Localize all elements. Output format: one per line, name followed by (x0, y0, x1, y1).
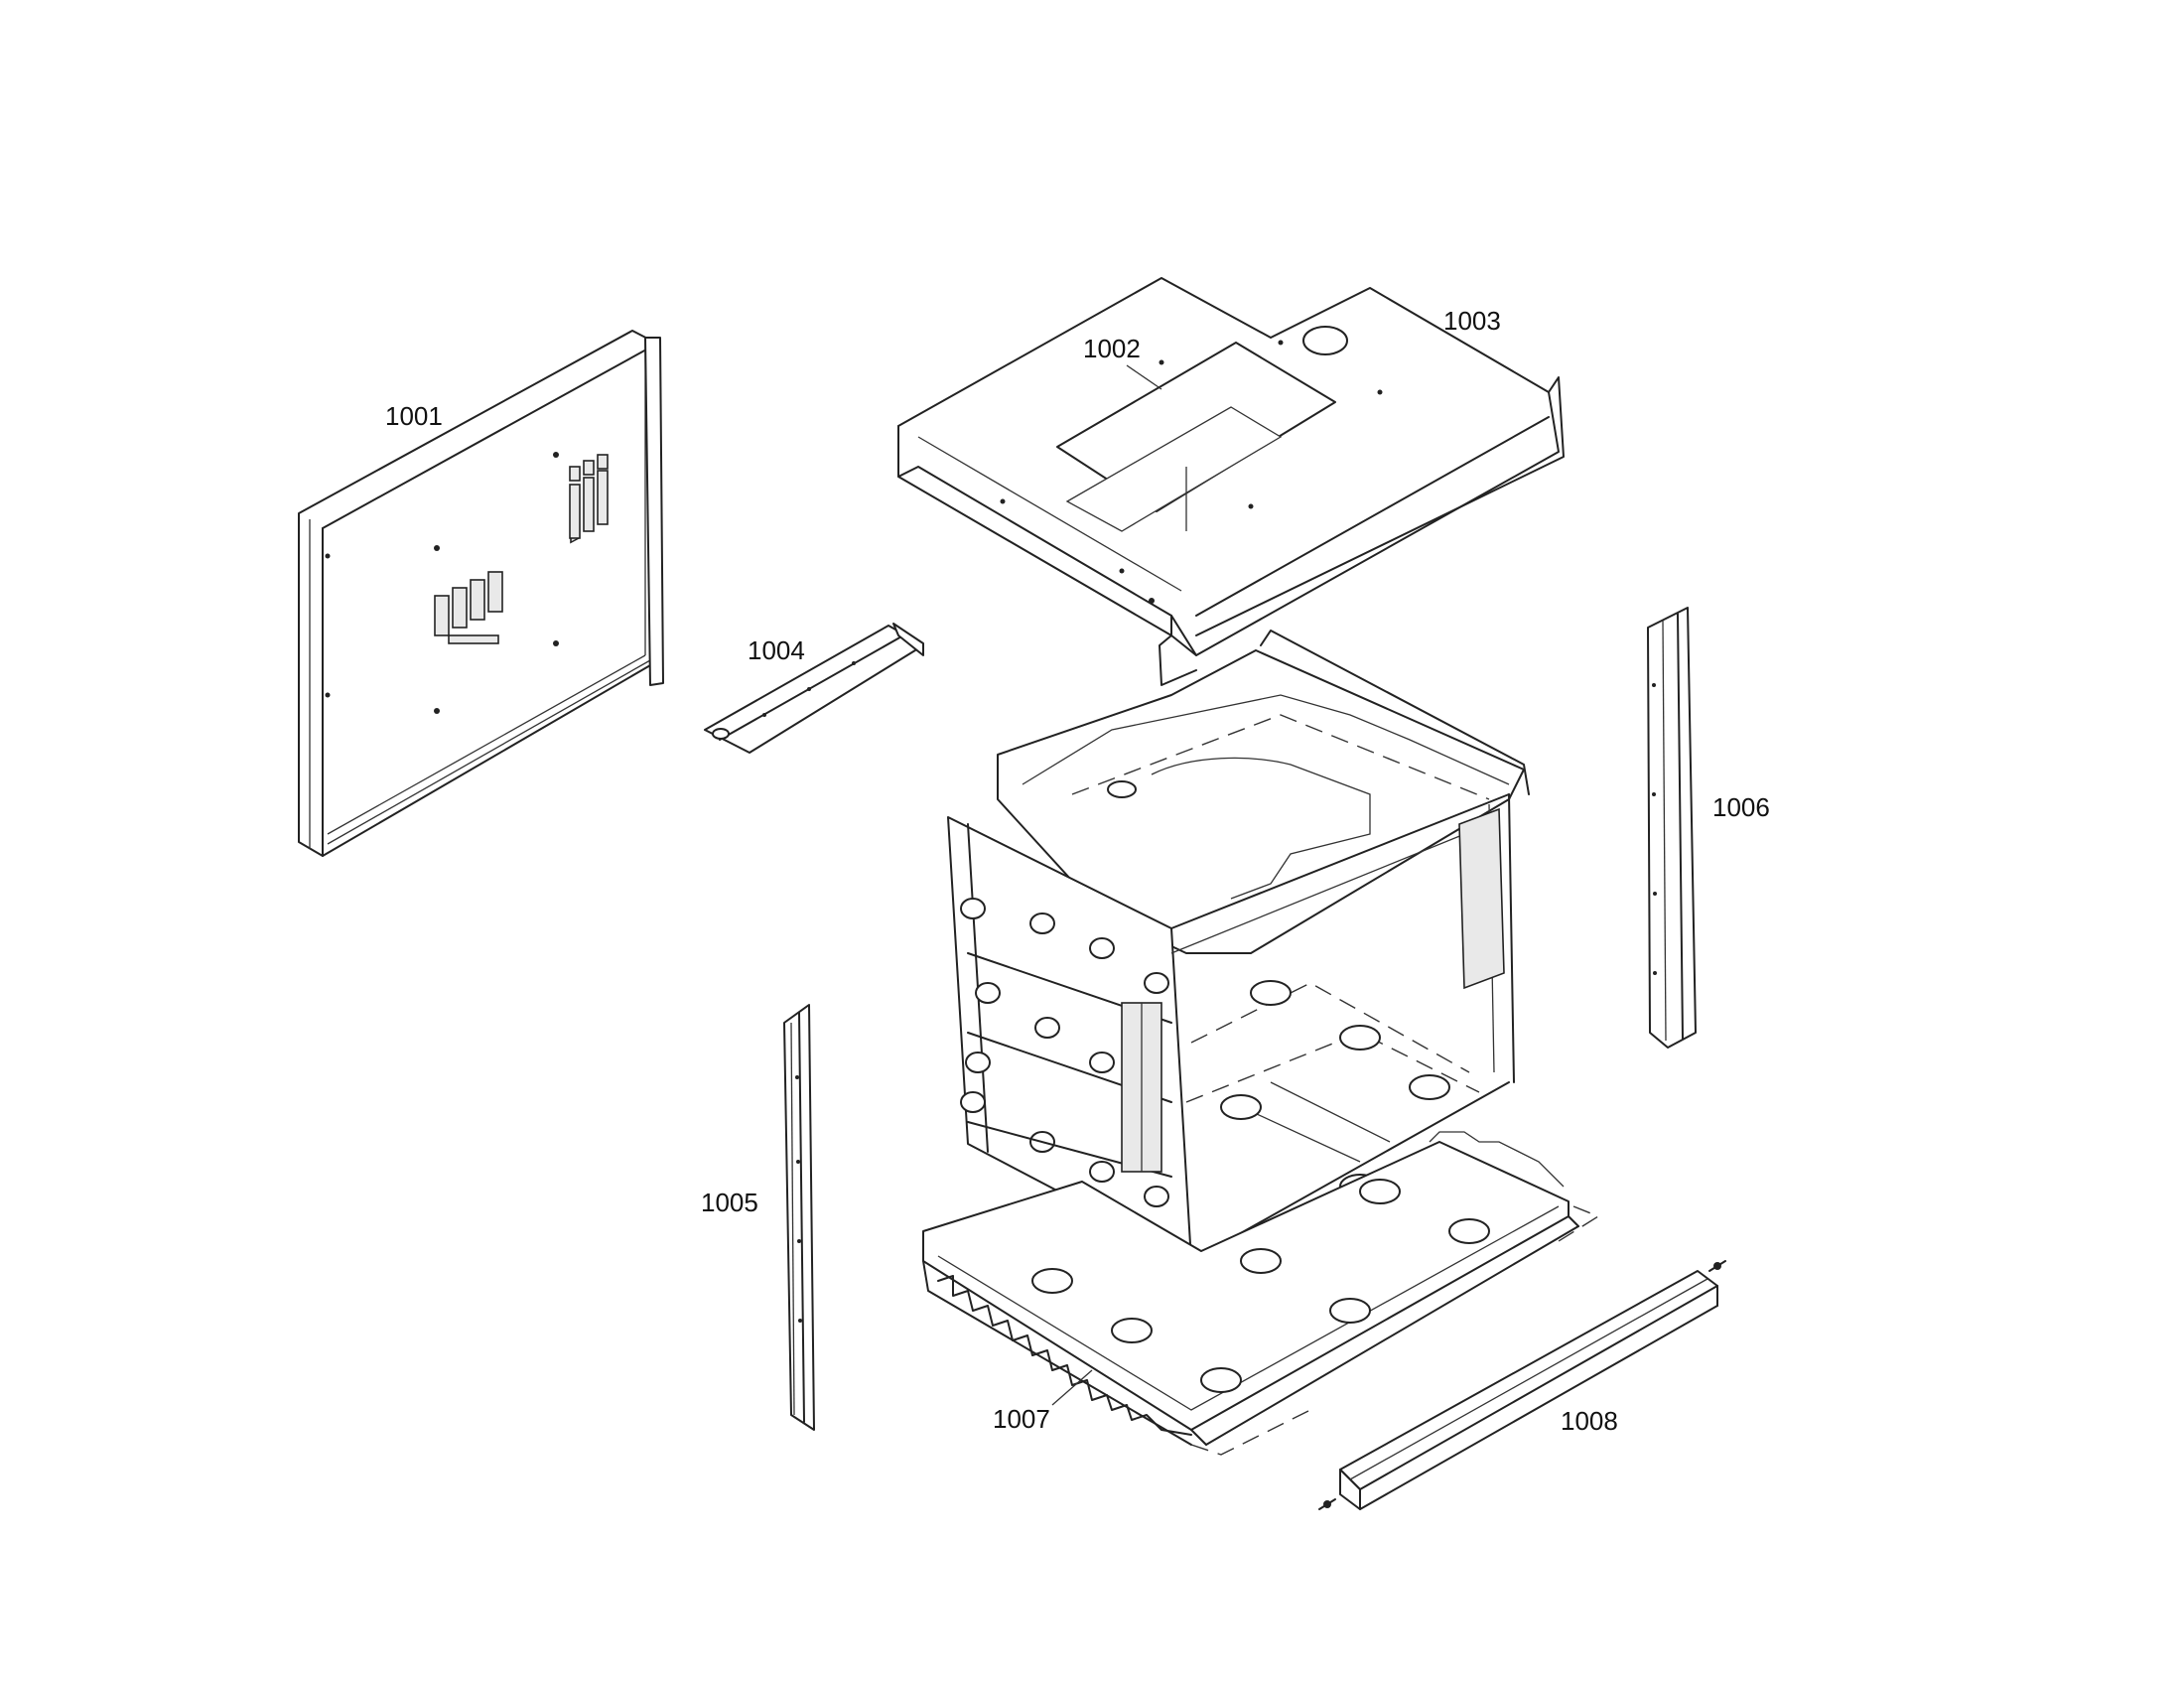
label-1005: 1005 (701, 1188, 758, 1217)
label-1004: 1004 (748, 635, 805, 665)
label-1001: 1001 (385, 401, 443, 431)
label-1007: 1007 (993, 1404, 1050, 1434)
part-labels: 1001 1002 1003 1004 1005 1006 1007 1008 (385, 306, 1770, 1436)
label-1008: 1008 (1561, 1406, 1618, 1436)
part-1008-trim-bar (1318, 1260, 1726, 1510)
part-1004-bracket (704, 623, 924, 754)
part-oven-cavity-frame (947, 630, 1530, 1262)
label-1003: 1003 (1443, 306, 1501, 336)
part-1001-rear-panel (298, 330, 664, 857)
part-1003-top-panel (897, 277, 1565, 686)
part-1007-bottom-panel (922, 1131, 1600, 1456)
part-1005-left-trim (783, 1004, 815, 1431)
label-1006: 1006 (1712, 792, 1770, 822)
part-1002-cover-plate (1056, 342, 1336, 532)
label-1002: 1002 (1083, 334, 1141, 363)
part-1006-right-trim (1647, 607, 1697, 1049)
